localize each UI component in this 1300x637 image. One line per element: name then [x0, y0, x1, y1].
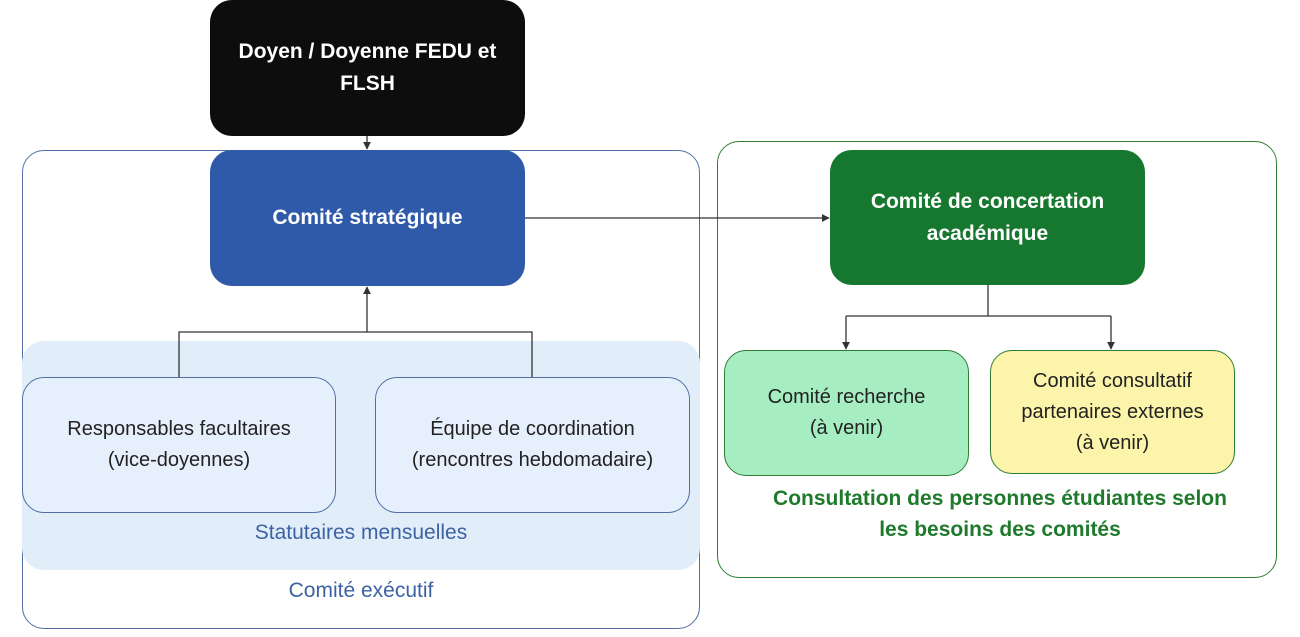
advisory-committee-label: Comité consultatif partenaires externes … — [1021, 369, 1204, 454]
concertation-group-frame — [717, 141, 1277, 578]
student-consultation-label: Consultation des personnes étudiantes se… — [773, 487, 1227, 541]
research-committee-node: Comité recherche (à venir) — [724, 350, 969, 476]
faculty-leads-node: Responsables facultaires (vice-doyennes) — [22, 377, 336, 513]
faculty-to-strategic-connector — [178, 331, 533, 377]
coordination-team-label: Équipe de coordination (rencontres hebdo… — [411, 418, 654, 471]
concertation-committee-node: Comité de concertation académique — [830, 150, 1145, 285]
dean-node: Doyen / Doyenne FEDU et FLSH — [210, 0, 525, 136]
advisory-committee-node: Comité consultatif partenaires externes … — [990, 350, 1235, 474]
executive-committee-label: Comité exécutif — [288, 579, 434, 602]
dean-label: Doyen / Doyenne FEDU et FLSH — [238, 40, 497, 95]
monthly-statutory-label: Statutaires mensuelles — [254, 521, 468, 544]
strategic-committee-label: Comité stratégique — [272, 206, 463, 229]
student-consultation-note: Consultation des personnes étudiantes se… — [730, 482, 1270, 546]
concertation-committee-label: Comité de concertation académique — [870, 189, 1105, 245]
faculty-leads-label: Responsables facultaires (vice-doyennes) — [67, 418, 291, 471]
research-committee-label: Comité recherche (à venir) — [767, 386, 926, 439]
strategic-committee-node: Comité stratégique — [210, 150, 525, 286]
coordination-team-node: Équipe de coordination (rencontres hebdo… — [375, 377, 690, 513]
